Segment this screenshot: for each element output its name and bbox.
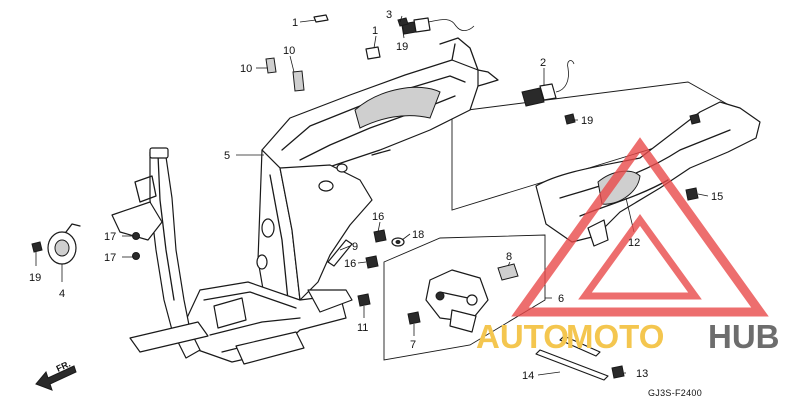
bolt-7	[407, 311, 421, 325]
callout-6: 6	[558, 293, 564, 305]
bolt-19-horn	[31, 241, 43, 253]
bolt-17b	[132, 252, 140, 260]
front-direction-arrow: FR.	[35, 359, 77, 391]
clip-top-fender	[689, 113, 701, 125]
bolt-9	[327, 239, 353, 267]
callout-5: 5	[224, 150, 230, 162]
callout-7: 7	[410, 339, 416, 351]
switch-3	[401, 17, 475, 35]
bolt-19-top	[397, 17, 409, 27]
callout-19-right: 19	[581, 115, 593, 127]
washer-18	[391, 237, 405, 247]
callout-3: 3	[386, 9, 392, 21]
callout-13: 13	[636, 368, 648, 380]
callout-1-mid: 1	[372, 25, 378, 37]
watermark-moto: MOTO	[566, 318, 664, 355]
main-frame	[111, 37, 499, 365]
callout-17-bottom: 17	[104, 252, 116, 264]
rubber-pad-1a	[313, 14, 329, 23]
bracket-group-outline	[383, 234, 546, 361]
callout-19-horn: 19	[29, 272, 41, 284]
watermark-hub: HUB	[708, 318, 780, 355]
callout-17-top: 17	[104, 231, 116, 243]
callout-11: 11	[357, 322, 368, 334]
clip-15	[685, 187, 699, 201]
mount-bracket-6	[425, 269, 489, 333]
callout-1-top: 1	[292, 17, 298, 29]
watermark-logo: AUTO MOTO HUB	[476, 137, 780, 355]
diagram-code: GJ3S-F2400	[648, 388, 702, 398]
callout-10-left: 10	[240, 63, 252, 75]
rubber-8	[497, 263, 519, 281]
long-bolt-14	[535, 335, 609, 381]
callout-8: 8	[506, 251, 512, 263]
switch-2	[521, 60, 575, 107]
callout-19-top: 19	[396, 41, 408, 53]
callout-2: 2	[540, 57, 546, 69]
rubber-pad-10b	[292, 70, 305, 92]
rubber-pad-10a	[265, 57, 277, 74]
callout-9: 9	[352, 241, 358, 253]
callout-4: 4	[59, 288, 65, 300]
nut-13	[611, 365, 625, 379]
callout-15: 15	[711, 191, 723, 203]
bolt-19-right	[564, 113, 576, 125]
callout-12: 12	[628, 237, 640, 249]
callout-10-right: 10	[283, 45, 295, 57]
callout-18: 18	[412, 229, 424, 241]
callout-labels: 1 1 3 2 10 10 19 19 5 16 18 17 17 9 8 16…	[29, 9, 723, 382]
nut-16b	[365, 255, 379, 269]
callout-16-bottom: 16	[344, 258, 356, 270]
nut-11	[357, 293, 371, 307]
horn-4	[47, 223, 81, 265]
callout-14: 14	[522, 370, 534, 382]
watermark-auto: AUTO	[476, 318, 569, 355]
callout-16-top: 16	[372, 211, 384, 223]
nut-16a	[373, 229, 387, 243]
rubber-pad-1b	[365, 46, 381, 60]
